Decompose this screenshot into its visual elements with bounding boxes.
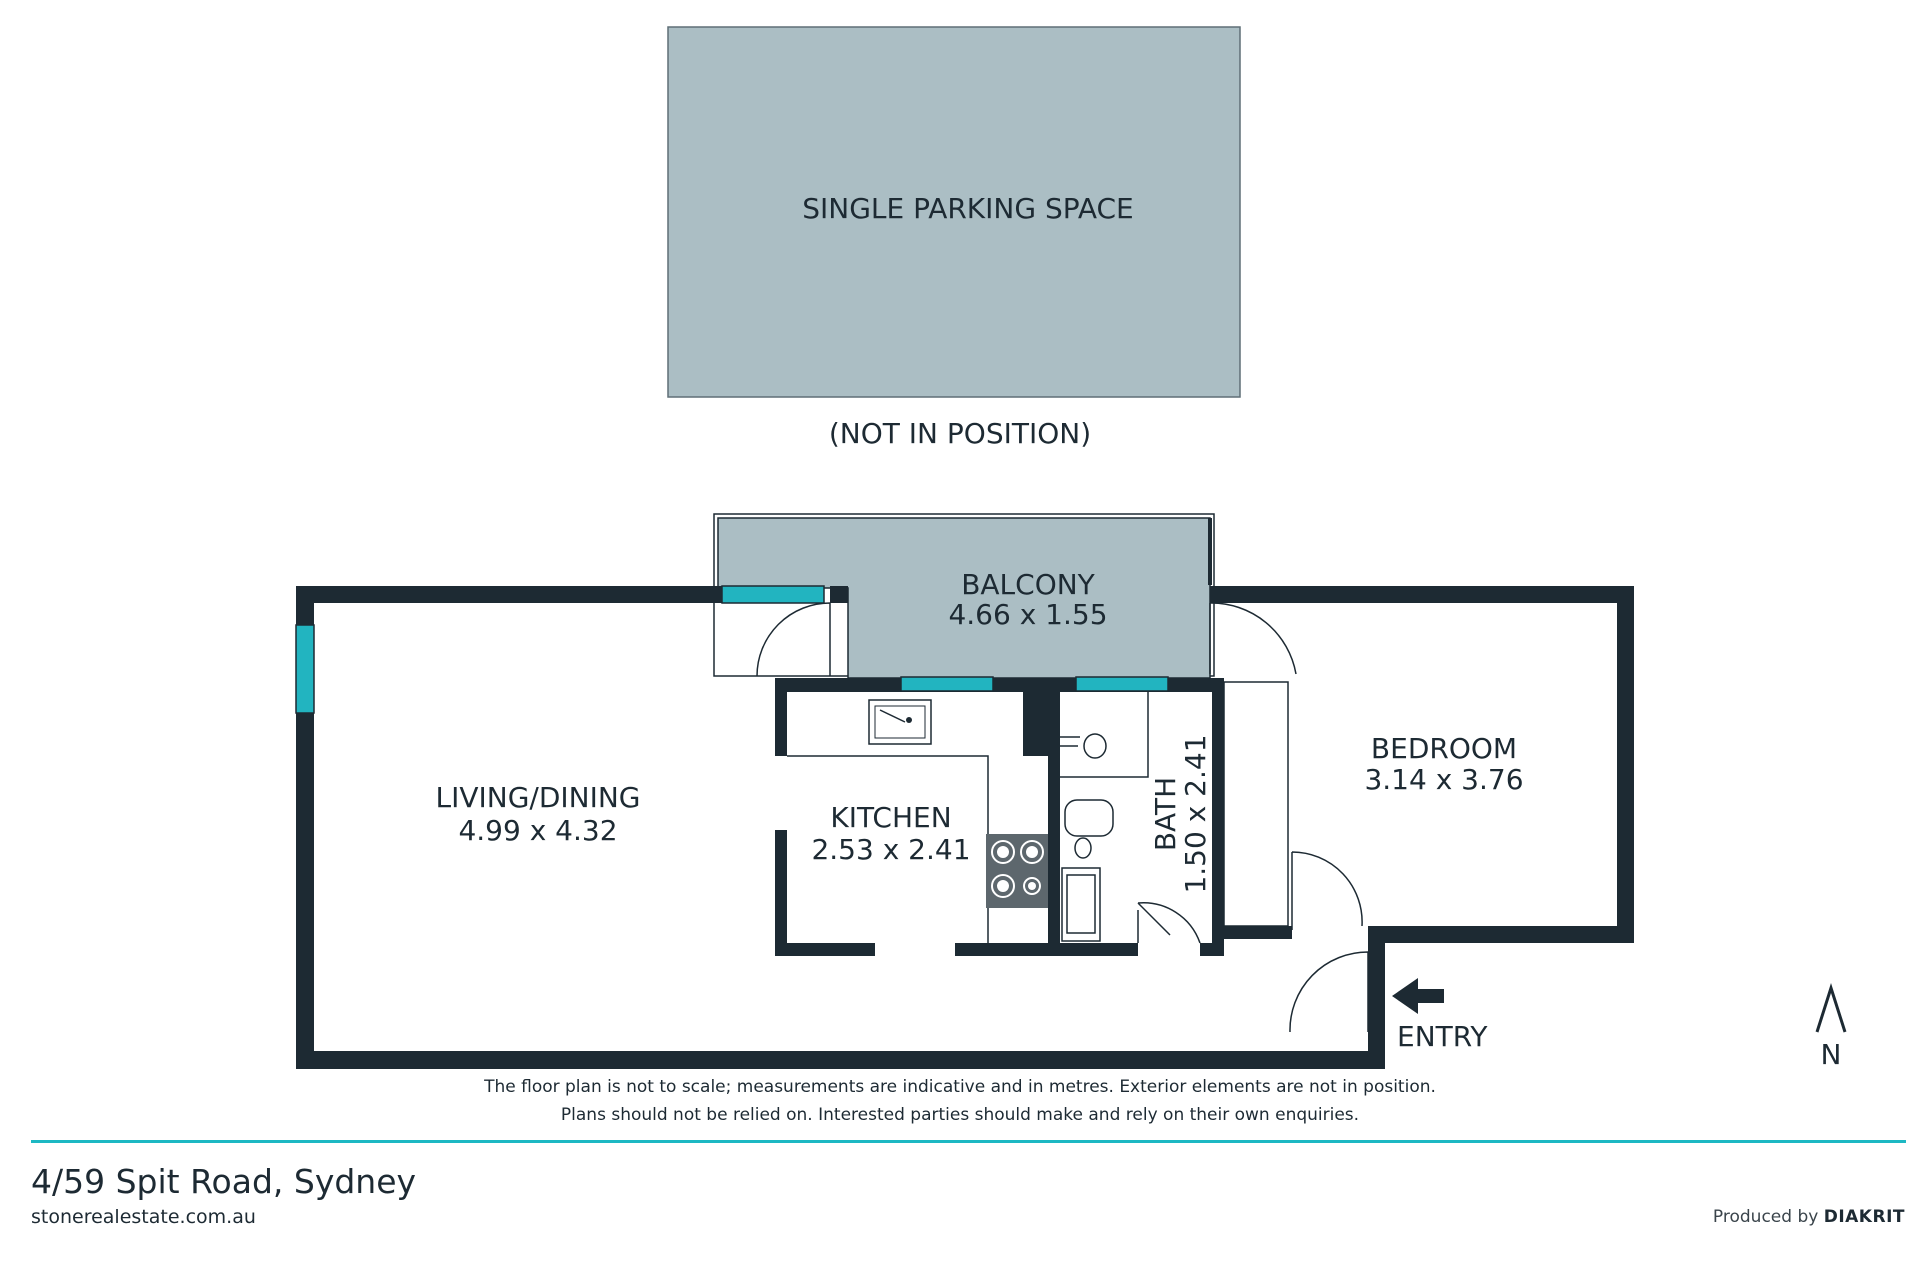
entry-label: ENTRY: [1397, 1020, 1488, 1053]
bedroom-size: 3.14 x 3.76: [1364, 763, 1523, 796]
living-name: LIVING/DINING: [435, 781, 640, 814]
parking-note: (NOT IN POSITION): [829, 417, 1091, 450]
bath-name: BATH: [1149, 777, 1182, 851]
balcony-size: 4.66 x 1.55: [948, 598, 1107, 631]
kitchen-name: KITCHEN: [830, 801, 951, 834]
door-living-balcony: [756, 602, 831, 677]
parking-label: SINGLE PARKING SPACE: [802, 192, 1134, 225]
balcony-name: BALCONY: [961, 568, 1095, 601]
window-kitchen: [900, 676, 994, 692]
north-arrow-icon: [1815, 983, 1847, 1033]
disclaimer-line-2: Plans should not be relied on. Intereste…: [560, 1105, 1360, 1125]
produced-by-credit: Produced by DIAKRIT: [1713, 1207, 1905, 1227]
compass-label: N: [1821, 1038, 1842, 1071]
parking-space: [667, 26, 1241, 398]
living-size: 4.99 x 4.32: [458, 814, 617, 847]
agency-website: stonerealestate.com.au: [31, 1206, 256, 1228]
sink-icon: [868, 699, 932, 745]
windows: [295, 585, 1169, 714]
wardrobe: [1223, 681, 1289, 927]
disclaimer-line-1: The floor plan is not to scale; measurem…: [484, 1077, 1436, 1097]
window-balcony-west: [721, 585, 825, 604]
door-bedroom: [1291, 851, 1363, 930]
kitchen-size: 2.53 x 2.41: [811, 833, 970, 866]
producer-brand: DIAKRIT: [1823, 1207, 1905, 1227]
door-entry: [1289, 951, 1369, 1033]
doors: [756, 602, 1369, 1033]
door-bath: [1137, 902, 1201, 944]
footer-divider: [31, 1140, 1906, 1143]
window-living-west: [295, 624, 315, 714]
bedroom-walls: [1210, 586, 1634, 956]
bedroom-name: BEDROOM: [1371, 732, 1517, 765]
property-address: 4/59 Spit Road, Sydney: [31, 1162, 417, 1201]
bath-size: 1.50 x 2.41: [1179, 734, 1212, 893]
door-bedroom-balcony: [1209, 602, 1297, 675]
arrow-left-icon: [1392, 978, 1444, 1014]
window-bath: [1075, 676, 1169, 692]
cooktop-icon: [986, 834, 1048, 908]
bath-fixtures: [1060, 692, 1149, 942]
produced-by-text: Produced by: [1712, 1207, 1819, 1227]
